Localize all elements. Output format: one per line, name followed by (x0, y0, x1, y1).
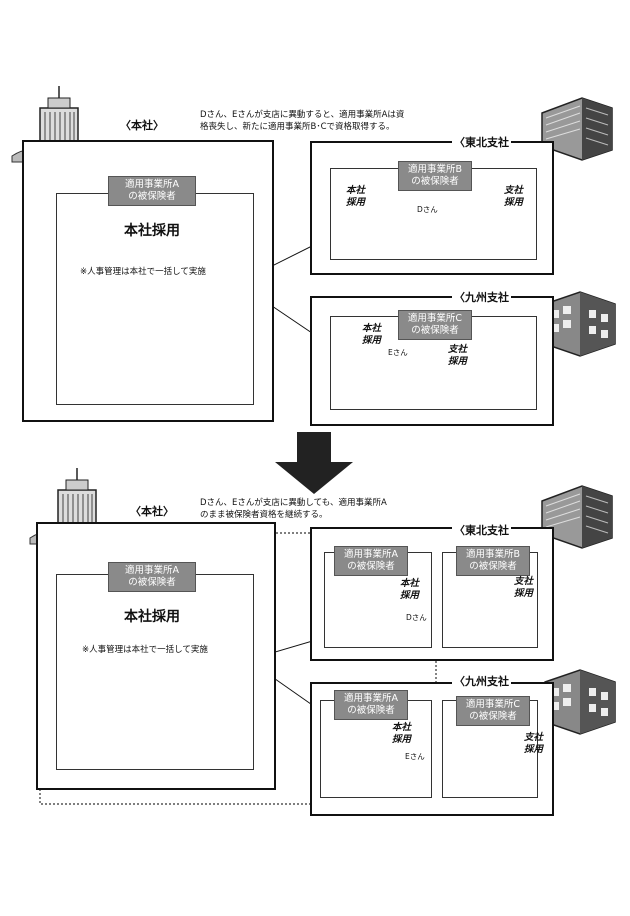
top-tohoku-hq-hire-tag: 本社 採用 (346, 185, 366, 208)
top-hq-inner (56, 193, 254, 405)
bottom-hq-group-label: 適用事業所A の被保険者 (108, 562, 196, 592)
bottom-hq-tag: 〈本社〉 (128, 503, 176, 519)
top-tohoku-person: Dさん (417, 205, 438, 214)
bottom-note-line2: のまま被保険者資格を継続する。 (200, 510, 328, 520)
bottom-hq-inner (56, 574, 254, 770)
top-kyushu-building-icon (544, 291, 616, 357)
top-tohoku-branch-hire-tag: 支社 採用 (504, 185, 524, 208)
bottom-tohoku-hq-hire-tag: 本社 採用 (400, 578, 420, 601)
top-tohoku-group-label: 適用事業所B の被保険者 (398, 161, 472, 191)
bottom-tohoku-branch-hire-tag: 支社 採用 (514, 576, 534, 599)
bottom-tohoku-a-group-label: 適用事業所A の被保険者 (334, 546, 408, 576)
bottom-hq-note: ※人事管理は本社で一括して実施 (82, 645, 208, 655)
top-kyushu-branch-hire-tag: 支社 採用 (448, 344, 468, 367)
bottom-kyushu-c-group-label: 適用事業所C の被保険者 (456, 696, 530, 726)
bottom-kyushu-tag: 〈九州支社 (452, 673, 511, 689)
bottom-kyushu-hq-hire-tag: 本社 採用 (392, 722, 412, 745)
down-arrow-icon (275, 432, 353, 494)
top-kyushu-tag: 〈九州支社 (452, 289, 511, 305)
top-kyushu-hq-hire-tag: 本社 採用 (362, 323, 382, 346)
bottom-kyushu-branch-hire-tag: 支社 採用 (524, 732, 544, 755)
top-kyushu-group-label: 適用事業所C の被保険者 (398, 310, 472, 340)
top-note-line2: 格喪失し、新たに適用事業所B･Cで資格取得する。 (200, 122, 395, 132)
bottom-tohoku-person: Dさん (406, 613, 427, 622)
top-hq-hire-title: 本社採用 (124, 223, 180, 239)
bottom-kyushu-building-icon (544, 669, 616, 735)
bottom-note-line1: Dさん、Eさんが支店に異動しても、適用事業所A (200, 498, 387, 508)
top-hq-tag: 〈本社〉 (118, 117, 166, 133)
top-note-line1: Dさん、Eさんが支店に異動すると、適用事業所Aは資 (200, 110, 405, 120)
bottom-kyushu-a-group-label: 適用事業所A の被保険者 (334, 690, 408, 720)
bottom-hq-hire-title: 本社採用 (124, 609, 180, 625)
top-hq-group-label: 適用事業所A の被保険者 (108, 176, 196, 206)
top-tohoku-tag: 〈東北支社 (452, 134, 511, 150)
top-kyushu-person: Eさん (388, 348, 408, 357)
top-hq-note: ※人事管理は本社で一括して実施 (80, 267, 206, 277)
bottom-tohoku-b-group-label: 適用事業所B の被保険者 (456, 546, 530, 576)
bottom-kyushu-person: Eさん (405, 752, 425, 761)
bottom-tohoku-tag: 〈東北支社 (452, 522, 511, 538)
